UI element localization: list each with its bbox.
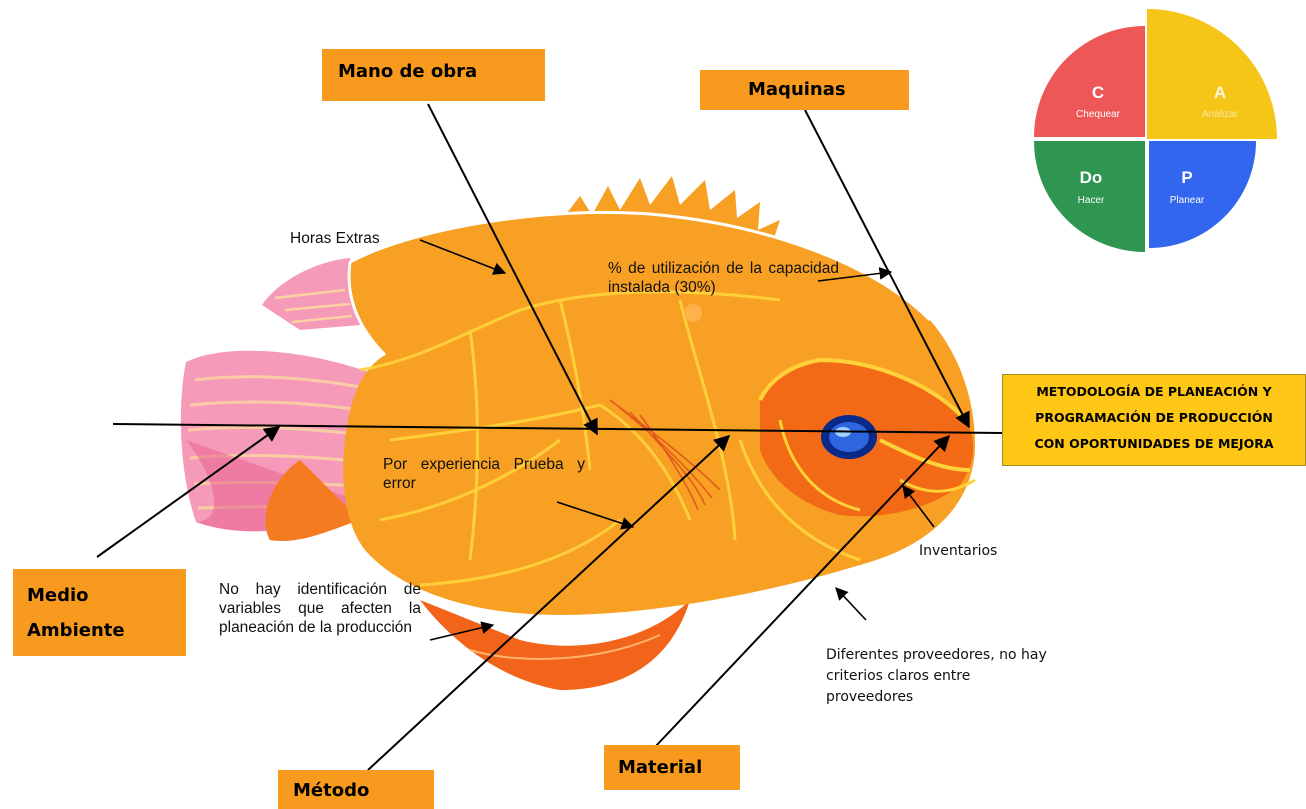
arrow-experiencia bbox=[556, 501, 635, 530]
bone-medio-ambiente bbox=[96, 426, 281, 558]
arrow-variables bbox=[429, 621, 495, 641]
effect-box: METODOLOGÍA DE PLANEACIÓN Y PROGRAMACIÓN… bbox=[1002, 374, 1306, 466]
cause-proveedores: Diferentes proveedores, no hay criterios… bbox=[826, 647, 1047, 705]
spine-line bbox=[112, 423, 1003, 434]
category-metodo: Método bbox=[278, 770, 434, 809]
category-medio-ambiente-label-1: Medio bbox=[27, 585, 89, 606]
category-maquinas-label: Maquinas bbox=[748, 79, 846, 100]
bone-material bbox=[654, 434, 951, 748]
fish-body bbox=[343, 212, 975, 616]
pdca-cycle: C Chequear A Analizar Do Hacer P Planear bbox=[1034, 9, 1277, 252]
category-maquinas: Maquinas bbox=[700, 70, 909, 110]
effect-line-1: METODOLOGÍA DE PLANEACIÓN Y bbox=[1036, 384, 1272, 399]
category-mano-de-obra: Mano de obra bbox=[322, 49, 545, 101]
pdca-quadrant-a bbox=[1147, 9, 1277, 139]
fish-anal-fin bbox=[420, 600, 690, 690]
category-metodo-label: Método bbox=[293, 780, 370, 801]
category-mano-de-obra-label: Mano de obra bbox=[338, 61, 478, 82]
pdca-a-letter: A bbox=[1214, 83, 1226, 102]
pdca-quadrant-p bbox=[1149, 141, 1256, 248]
pdca-quadrant-do bbox=[1034, 141, 1145, 252]
cause-horas-extras: Horas Extras bbox=[290, 230, 380, 247]
arrow-horas-extras bbox=[419, 239, 507, 275]
cause-capacidad: % de utilización de la capacidad instala… bbox=[608, 260, 839, 296]
cause-variables: No hay identificación de variables que a… bbox=[219, 581, 421, 636]
category-medio-ambiente: Medio Ambiente bbox=[13, 569, 186, 656]
cause-experiencia: Por experiencia Prueba y error bbox=[383, 456, 585, 492]
cause-arrows bbox=[419, 239, 935, 641]
category-material: Material bbox=[604, 745, 740, 790]
pdca-p-letter: P bbox=[1181, 168, 1192, 187]
pdca-a-word: Analizar bbox=[1202, 109, 1239, 120]
bone-metodo bbox=[367, 434, 731, 771]
effect-line-2: PROGRAMACIÓN DE PRODUCCIÓN bbox=[1035, 410, 1273, 425]
category-medio-ambiente-label-2: Ambiente bbox=[27, 620, 125, 641]
effect-line-3: CON OPORTUNIDADES DE MEJORA bbox=[1034, 436, 1274, 451]
pdca-quadrant-c bbox=[1034, 26, 1145, 137]
bone-mano-de-obra bbox=[427, 103, 598, 436]
category-material-label: Material bbox=[618, 757, 703, 778]
fishbone-lines bbox=[96, 103, 1003, 771]
pdca-c-letter: C bbox=[1092, 83, 1104, 102]
fish-illustration bbox=[180, 176, 976, 690]
arrow-inventarios bbox=[902, 484, 935, 528]
pdca-do-letter: Do bbox=[1080, 168, 1103, 187]
pdca-p-word: Planear bbox=[1170, 195, 1205, 206]
pdca-do-word: Hacer bbox=[1078, 195, 1105, 206]
pdca-c-word: Chequear bbox=[1076, 109, 1121, 120]
cause-inventarios: Inventarios bbox=[919, 543, 998, 559]
arrow-proveedores bbox=[835, 587, 867, 621]
arrow-capacidad bbox=[817, 267, 893, 282]
